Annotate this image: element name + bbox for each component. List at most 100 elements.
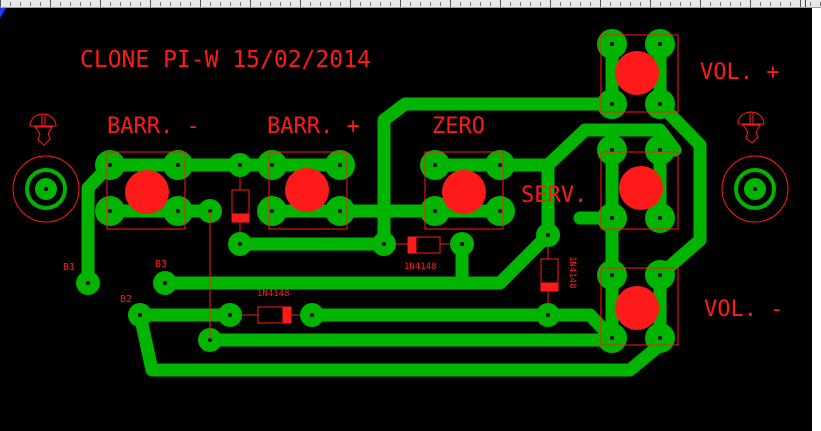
ruler-tick — [100, 0, 101, 7]
ruler-tick — [230, 2, 231, 6]
switch-barr-minus[interactable] — [106, 151, 186, 230]
ruler-tick — [450, 0, 451, 7]
switch-serv[interactable] — [600, 151, 679, 230]
label-barr-plus: BARR. + — [267, 114, 360, 139]
switch-vol-plus[interactable] — [600, 34, 679, 113]
ruler-tick — [70, 2, 71, 6]
drill-holes — [86, 42, 662, 342]
switch-zero[interactable] — [424, 151, 504, 230]
ruler-tick — [570, 2, 571, 6]
ruler-tick — [690, 2, 691, 6]
ruler-tick — [200, 0, 201, 7]
ruler-tick — [360, 2, 361, 6]
ruler-tick — [150, 0, 151, 7]
ruler-tick — [810, 2, 811, 6]
ruler-tick — [790, 2, 791, 6]
ruler-tick — [190, 2, 191, 6]
ruler-tick — [370, 2, 371, 6]
screw-mount-icon-left — [29, 113, 57, 146]
ruler-tick — [390, 2, 391, 6]
ruler-tick — [380, 2, 381, 6]
label-vol-plus: VOL. + — [700, 60, 779, 85]
ruler-tick — [440, 2, 441, 6]
diode-label-d3: 1N4148 — [404, 262, 437, 272]
ruler-tick — [700, 0, 701, 7]
diodes — [209, 177, 559, 340]
ruler-tick — [510, 2, 511, 6]
ruler-tick — [30, 2, 31, 6]
diode-d4[interactable] — [540, 247, 559, 303]
ruler-tick — [740, 2, 741, 6]
ruler-tick — [20, 2, 21, 6]
ruler-tick — [590, 2, 591, 6]
ruler-tick — [330, 2, 331, 6]
ruler-tick — [620, 2, 621, 6]
ruler-tick — [520, 2, 521, 6]
board-title: CLONE PI-W 15/02/2014 — [80, 47, 371, 73]
ruler-cursor-marker — [805, 0, 806, 7]
pcb-canvas[interactable] — [0, 8, 812, 431]
switch-barr-plus[interactable] — [268, 151, 348, 230]
pad-label-b1: B1 — [63, 262, 75, 273]
ruler-tick — [220, 2, 221, 6]
ruler-tick — [500, 0, 501, 7]
ruler-tick — [550, 0, 551, 7]
silkscreen-text: CLONE PI-W 15/02/2014 BARR. - BARR. + ZE… — [63, 47, 783, 322]
ruler-tick — [170, 2, 171, 6]
ruler-tick — [670, 2, 671, 6]
trace — [377, 97, 619, 251]
ruler-tick — [120, 2, 121, 6]
label-zero: ZERO — [432, 114, 485, 139]
pad-label-b3: B3 — [155, 259, 167, 270]
trace — [133, 308, 667, 377]
ruler-tick — [490, 2, 491, 6]
ruler-tick — [560, 2, 561, 6]
ruler-tick — [0, 0, 1, 7]
switch-actuator — [615, 51, 659, 95]
ruler-tick — [260, 2, 261, 6]
ruler-tick — [470, 2, 471, 6]
canvas-right-edge — [812, 8, 821, 431]
ruler-tick — [270, 2, 271, 6]
switch-actuator — [615, 286, 659, 330]
trace — [653, 97, 707, 282]
ruler-tick — [160, 2, 161, 6]
ruler-tick — [480, 2, 481, 6]
diode-d2[interactable] — [242, 306, 300, 324]
switch-actuator — [619, 166, 663, 210]
ruler-tick — [210, 2, 211, 6]
label-serv: SERV. — [521, 183, 587, 208]
diode-label-d2: 1N4148 — [257, 289, 290, 299]
ruler-tick — [110, 2, 111, 6]
ruler-tick — [770, 2, 771, 6]
diode-d1[interactable] — [231, 177, 250, 232]
coax-connector-icon-right — [721, 155, 789, 223]
ruler-tick — [410, 2, 411, 6]
ruler-tick — [280, 2, 281, 6]
ruler-tick — [90, 2, 91, 6]
ruler-tick — [460, 2, 461, 6]
ruler-tick — [240, 2, 241, 6]
ruler-tick — [660, 2, 661, 6]
ruler-tick — [610, 2, 611, 6]
switches — [106, 34, 679, 346]
ruler-tick — [730, 2, 731, 6]
label-barr-minus: BARR. - — [107, 114, 200, 139]
ruler-tick — [10, 2, 11, 6]
ruler-tick — [290, 2, 291, 6]
ruler-tick — [760, 2, 761, 6]
switch-actuator — [125, 170, 169, 214]
ruler-tick — [530, 2, 531, 6]
ruler-tick — [60, 2, 61, 6]
diode-label-d4: 1N4148 — [567, 256, 577, 289]
pad-label-b2: B2 — [120, 294, 132, 305]
origin-marker-icon — [0, 8, 6, 18]
switch-vol-minus[interactable] — [600, 267, 679, 346]
ruler-tick — [250, 0, 251, 7]
screw-mount-icon-right — [737, 111, 765, 144]
ruler-tick — [600, 0, 601, 7]
diode-d3[interactable] — [396, 236, 450, 254]
top-ruler[interactable] — [0, 0, 821, 8]
ruler-tick — [320, 2, 321, 6]
